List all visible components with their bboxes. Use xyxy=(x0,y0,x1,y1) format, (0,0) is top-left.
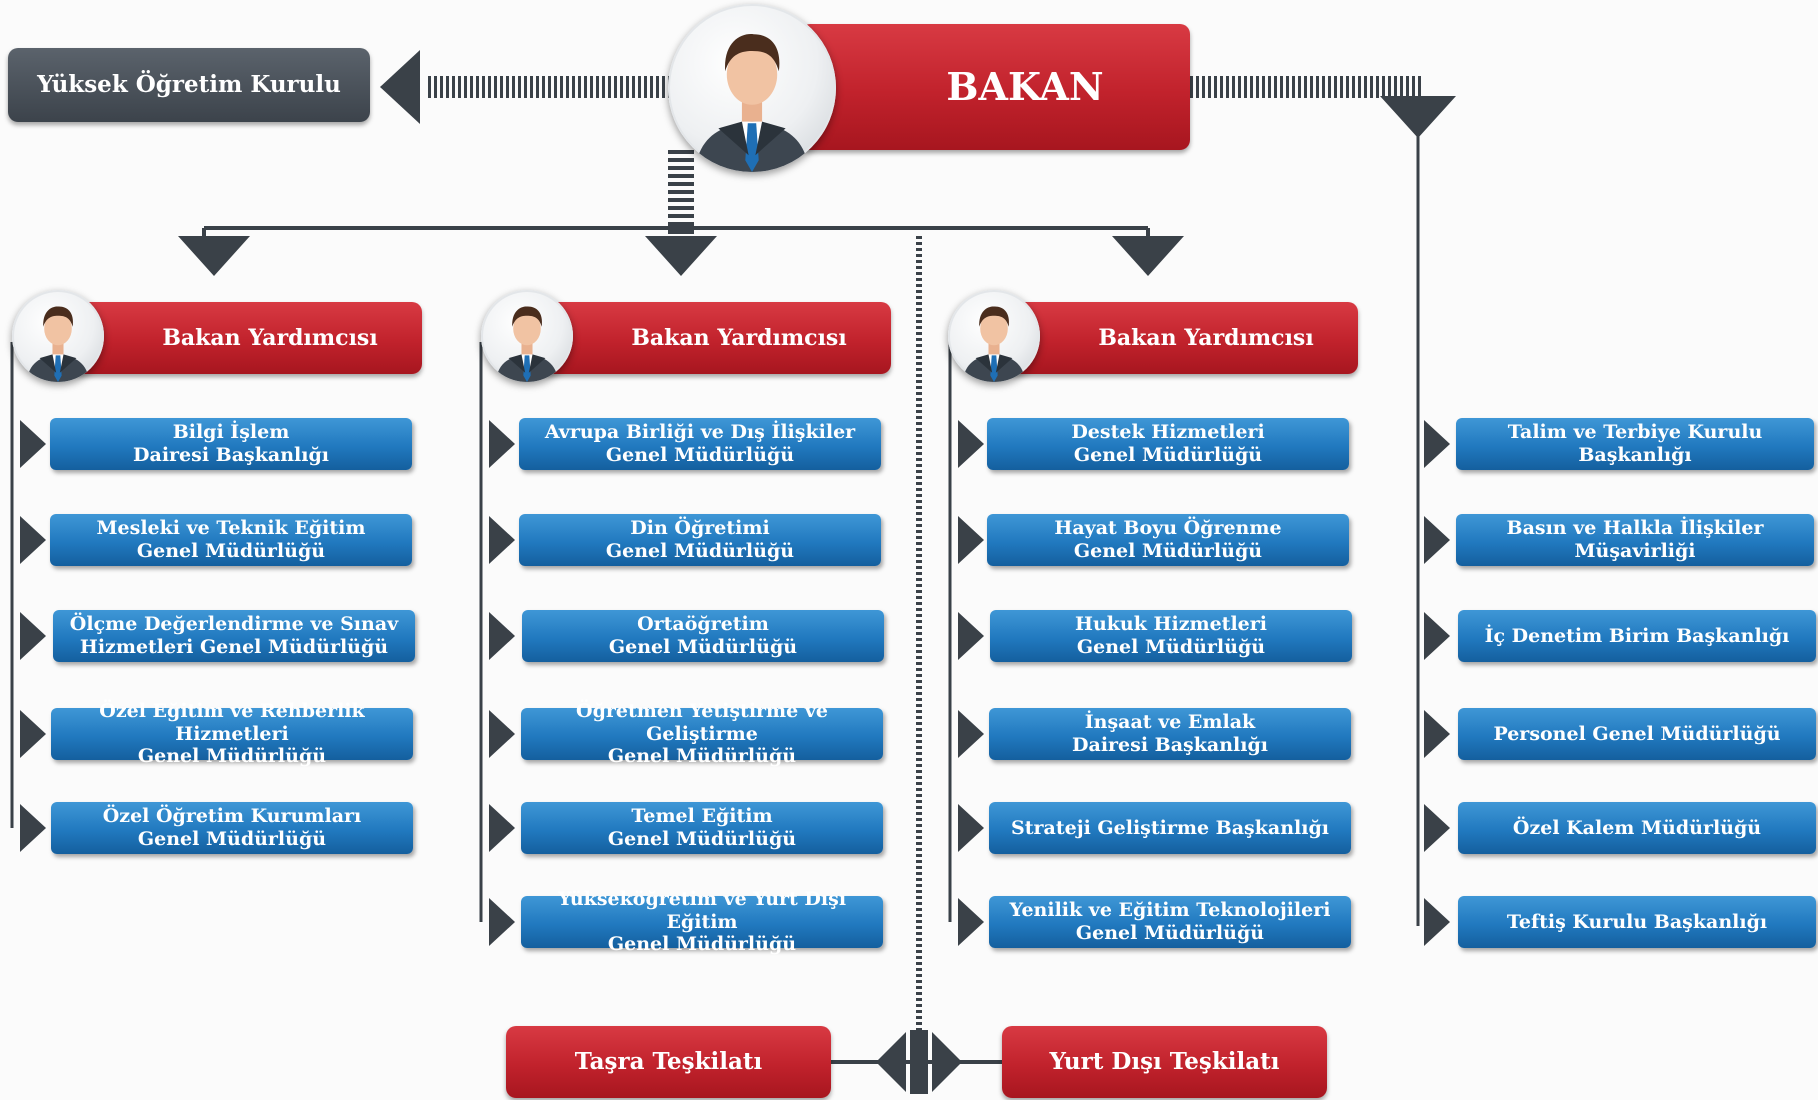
deputy-minister-avatar-icon xyxy=(481,290,573,382)
unit-arrow-icon xyxy=(958,804,984,852)
unit-label: Hukuk Hizmetleri Genel Müdürlüğü xyxy=(1075,613,1267,658)
unit-box[interactable]: Mesleki ve Teknik Eğitim Genel Müdürlüğü xyxy=(50,514,412,566)
deputy-minister-label: Bakan Yardımcısı xyxy=(162,324,378,351)
unit-arrow-icon xyxy=(958,710,984,758)
unit-label: Özel Eğitim ve Rehberlik Hizmetleri Gene… xyxy=(99,699,365,768)
unit-box[interactable]: Ortaöğretim Genel Müdürlüğü xyxy=(522,610,884,662)
direct-unit-box[interactable]: Talim ve Terbiye Kurulu Başkanlığı xyxy=(1456,418,1814,470)
direct-unit-arrow-icon xyxy=(1424,710,1450,758)
direct-unit-label: Personel Genel Müdürlüğü xyxy=(1493,722,1781,745)
unit-arrow-icon xyxy=(489,804,515,852)
unit-box[interactable]: Avrupa Birliği ve Dış İlişkiler Genel Mü… xyxy=(519,418,881,470)
deputy-1-arrow-icon xyxy=(178,236,250,276)
unit-label: Mesleki ve Teknik Eğitim Genel Müdürlüğü xyxy=(96,517,366,562)
direct-unit-label: Talim ve Terbiye Kurulu Başkanlığı xyxy=(1507,421,1763,466)
unit-box[interactable]: Din Öğretimi Genel Müdürlüğü xyxy=(519,514,881,566)
unit-label: Özel Öğretim Kurumları Genel Müdürlüğü xyxy=(102,805,362,850)
unit-arrow-icon xyxy=(489,898,515,946)
direct-unit-arrow-icon xyxy=(1424,898,1450,946)
provincial-organization-label: Taşra Teşkilatı xyxy=(574,1048,763,1076)
provincial-organization-box[interactable]: Taşra Teşkilatı xyxy=(506,1026,831,1098)
minister-title: BAKAN xyxy=(946,64,1104,110)
overseas-organization-label: Yurt Dışı Teşkilatı xyxy=(1049,1048,1280,1076)
unit-box[interactable]: Özel Öğretim Kurumları Genel Müdürlüğü xyxy=(51,802,413,854)
unit-label: İnşaat ve Emlak Dairesi Başkanlığı xyxy=(1072,711,1268,756)
direct-unit-arrow-icon xyxy=(1424,420,1450,468)
unit-arrow-icon xyxy=(20,516,46,564)
direct-unit-label: Teftiş Kurulu Başkanlığı xyxy=(1506,910,1768,933)
direct-unit-box[interactable]: Özel Kalem Müdürlüğü xyxy=(1458,802,1816,854)
deputy-minister-box-3[interactable]: Bakan Yardımcısı xyxy=(1006,302,1358,374)
direct-unit-box[interactable]: İç Denetim Birim Başkanlığı xyxy=(1458,610,1816,662)
overseas-organization-box[interactable]: Yurt Dışı Teşkilatı xyxy=(1002,1026,1327,1098)
unit-box[interactable]: Bilgi İşlem Dairesi Başkanlığı xyxy=(50,418,412,470)
unit-arrow-icon xyxy=(20,420,46,468)
unit-arrow-icon xyxy=(20,804,46,852)
direct-unit-arrow-icon xyxy=(1424,804,1450,852)
unit-label: Ortaöğretim Genel Müdürlüğü xyxy=(608,613,798,658)
direct-unit-label: Basın ve Halkla İlişkiler Müşavirliği xyxy=(1506,517,1764,562)
unit-box[interactable]: Temel Eğitim Genel Müdürlüğü xyxy=(521,802,883,854)
deputy-3-arrow-icon xyxy=(1112,236,1184,276)
direct-unit-box[interactable]: Teftiş Kurulu Başkanlığı xyxy=(1458,896,1816,948)
unit-box[interactable]: Yükseköğretim ve Yurt Dışı Eğitim Genel … xyxy=(521,888,883,955)
unit-box[interactable]: Ölçme Değerlendirme ve Sınav Hizmetleri … xyxy=(53,610,415,662)
unit-label: Destek Hizmetleri Genel Müdürlüğü xyxy=(1071,421,1265,466)
unit-label: Hayat Boyu Öğrenme Genel Müdürlüğü xyxy=(1054,517,1282,562)
direct-unit-label: İç Denetim Birim Başkanlığı xyxy=(1484,624,1790,647)
deputy-minister-box-2[interactable]: Bakan Yardımcısı xyxy=(539,302,891,374)
bottom-left-arrow-icon xyxy=(876,1032,906,1092)
direct-unit-box[interactable]: Basın ve Halkla İlişkiler Müşavirliği xyxy=(1456,514,1814,566)
unit-label: Öğretmen Yetiştirme ve Geliştirme Genel … xyxy=(576,699,828,768)
deputy-minister-avatar-icon xyxy=(948,290,1040,382)
deputy-minister-avatar-icon xyxy=(12,290,104,382)
direct-unit-box[interactable]: Personel Genel Müdürlüğü xyxy=(1458,708,1816,760)
direct-unit-label: Özel Kalem Müdürlüğü xyxy=(1512,816,1762,839)
unit-arrow-icon xyxy=(489,420,515,468)
unit-label: Yükseköğretim ve Yurt Dışı Eğitim Genel … xyxy=(557,887,847,956)
unit-label: Din Öğretimi Genel Müdürlüğü xyxy=(605,517,795,562)
unit-label: Avrupa Birliği ve Dış İlişkiler Genel Mü… xyxy=(544,421,856,466)
minister-avatar-icon xyxy=(668,4,836,172)
unit-box[interactable]: Destek Hizmetleri Genel Müdürlüğü xyxy=(987,418,1349,470)
unit-box[interactable]: Yenilik ve Eğitim Teknolojileri Genel Mü… xyxy=(989,896,1351,948)
deputy-minister-label: Bakan Yardımcısı xyxy=(1098,324,1314,351)
unit-box[interactable]: Özel Eğitim ve Rehberlik Hizmetleri Gene… xyxy=(51,700,413,767)
unit-arrow-icon xyxy=(958,516,984,564)
direct-unit-arrow-icon xyxy=(1424,516,1450,564)
unit-box[interactable]: İnşaat ve Emlak Dairesi Başkanlığı xyxy=(989,708,1351,760)
deputy-2-arrow-icon xyxy=(645,236,717,276)
unit-arrow-icon xyxy=(20,612,46,660)
unit-arrow-icon xyxy=(958,612,984,660)
unit-label: Strateji Geliştirme Başkanlığı xyxy=(1011,816,1329,839)
unit-arrow-icon xyxy=(489,710,515,758)
unit-box[interactable]: Öğretmen Yetiştirme ve Geliştirme Genel … xyxy=(521,700,883,767)
council-label: Yüksek Öğretim Kurulu xyxy=(37,71,341,99)
unit-arrow-icon xyxy=(489,516,515,564)
bottom-right-arrow-icon xyxy=(932,1032,962,1092)
unit-box[interactable]: Hayat Boyu Öğrenme Genel Müdürlüğü xyxy=(987,514,1349,566)
unit-label: Temel Eğitim Genel Müdürlüğü xyxy=(607,805,797,850)
council-arrow-icon xyxy=(380,50,420,124)
unit-arrow-icon xyxy=(20,710,46,758)
deputy-minister-box-1[interactable]: Bakan Yardımcısı xyxy=(70,302,422,374)
unit-arrow-icon xyxy=(958,898,984,946)
unit-label: Bilgi İşlem Dairesi Başkanlığı xyxy=(133,421,329,466)
council-box[interactable]: Yüksek Öğretim Kurulu xyxy=(8,48,370,122)
minister-box[interactable]: BAKAN xyxy=(800,24,1190,150)
deputy-minister-label: Bakan Yardımcısı xyxy=(631,324,847,351)
unit-arrow-icon xyxy=(489,612,515,660)
direct-unit-arrow-icon xyxy=(1424,612,1450,660)
unit-label: Yenilik ve Eğitim Teknolojileri Genel Mü… xyxy=(1009,899,1331,944)
unit-label: Ölçme Değerlendirme ve Sınav Hizmetleri … xyxy=(69,613,399,658)
unit-arrow-icon xyxy=(958,420,984,468)
unit-box[interactable]: Hukuk Hizmetleri Genel Müdürlüğü xyxy=(990,610,1352,662)
unit-box[interactable]: Strateji Geliştirme Başkanlığı xyxy=(989,802,1351,854)
